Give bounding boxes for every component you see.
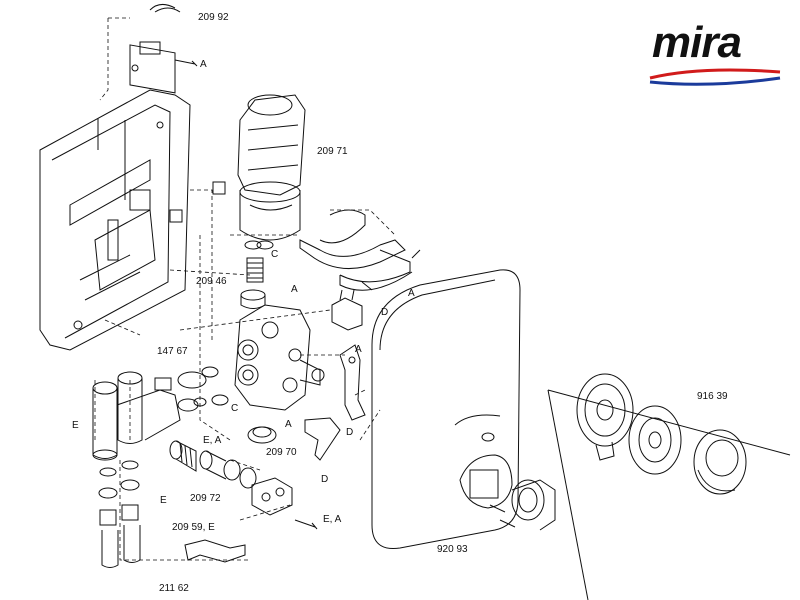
callout-d-mid: D bbox=[346, 427, 354, 438]
callout-a-clip: A bbox=[408, 288, 415, 299]
callout-knob: 916 39 bbox=[697, 391, 728, 402]
callout-seal: 209 70 bbox=[266, 447, 297, 458]
valve-body bbox=[234, 304, 325, 411]
small-block-part-2 bbox=[169, 209, 183, 223]
callout-a-pcb: A bbox=[200, 59, 207, 70]
callout-motor: 209 71 bbox=[317, 146, 348, 157]
filter-screw bbox=[294, 519, 318, 530]
callout-d-top: D bbox=[381, 307, 389, 318]
inlet-manifold bbox=[92, 371, 181, 461]
leader-lines bbox=[94, 17, 396, 561]
callout-e-left: E bbox=[72, 420, 79, 431]
callout-c-top: C bbox=[271, 249, 279, 260]
paddle-part bbox=[304, 417, 341, 461]
knob-cap bbox=[693, 429, 747, 495]
logo-swoosh-icon bbox=[649, 68, 781, 86]
callout-filter: 209 72 bbox=[190, 493, 221, 504]
callout-solenoid: 147 67 bbox=[157, 346, 188, 357]
callout-a-low: A bbox=[285, 419, 292, 430]
cover-screw bbox=[489, 504, 516, 528]
microswitch bbox=[331, 289, 363, 331]
solenoid-valve bbox=[177, 366, 229, 412]
pcb-screw bbox=[174, 59, 198, 67]
callout-a-mid: A bbox=[355, 344, 362, 355]
callout-cover-screws: 920 93 bbox=[437, 544, 468, 555]
spring-stack bbox=[240, 240, 274, 309]
logo-wordmark: mira bbox=[652, 18, 742, 67]
clip-screw bbox=[361, 249, 421, 291]
hose-clip bbox=[299, 209, 413, 291]
pump-motor bbox=[237, 94, 306, 241]
small-block-part bbox=[212, 181, 226, 195]
seal-kit bbox=[98, 460, 141, 568]
callout-kit: 211 62 bbox=[159, 583, 189, 594]
front-cover bbox=[371, 269, 521, 550]
callout-ea-mid: E, A bbox=[203, 435, 222, 446]
callout-a-valve: A bbox=[291, 284, 298, 295]
callout-e-group: E bbox=[160, 495, 167, 506]
seal-ring bbox=[247, 426, 277, 444]
pcb-part bbox=[129, 4, 181, 94]
back-plate bbox=[39, 89, 191, 351]
mira-logo: mira bbox=[640, 18, 790, 88]
callout-ea-low: E, A bbox=[323, 514, 342, 525]
lever-arm bbox=[339, 344, 366, 421]
filter-assembly bbox=[169, 440, 293, 516]
callout-d-low: D bbox=[321, 474, 329, 485]
knob-backplate bbox=[576, 373, 634, 461]
callout-clip-bar: 209 59, E bbox=[172, 522, 215, 533]
knob-box bbox=[547, 389, 791, 600]
callout-pcb: 209 92 bbox=[198, 12, 229, 23]
callout-spring: 209 46 bbox=[196, 276, 227, 287]
control-valve bbox=[511, 479, 556, 531]
retaining-clip bbox=[184, 539, 246, 563]
knob-plate bbox=[628, 405, 682, 475]
callout-c-mid: C bbox=[231, 403, 239, 414]
